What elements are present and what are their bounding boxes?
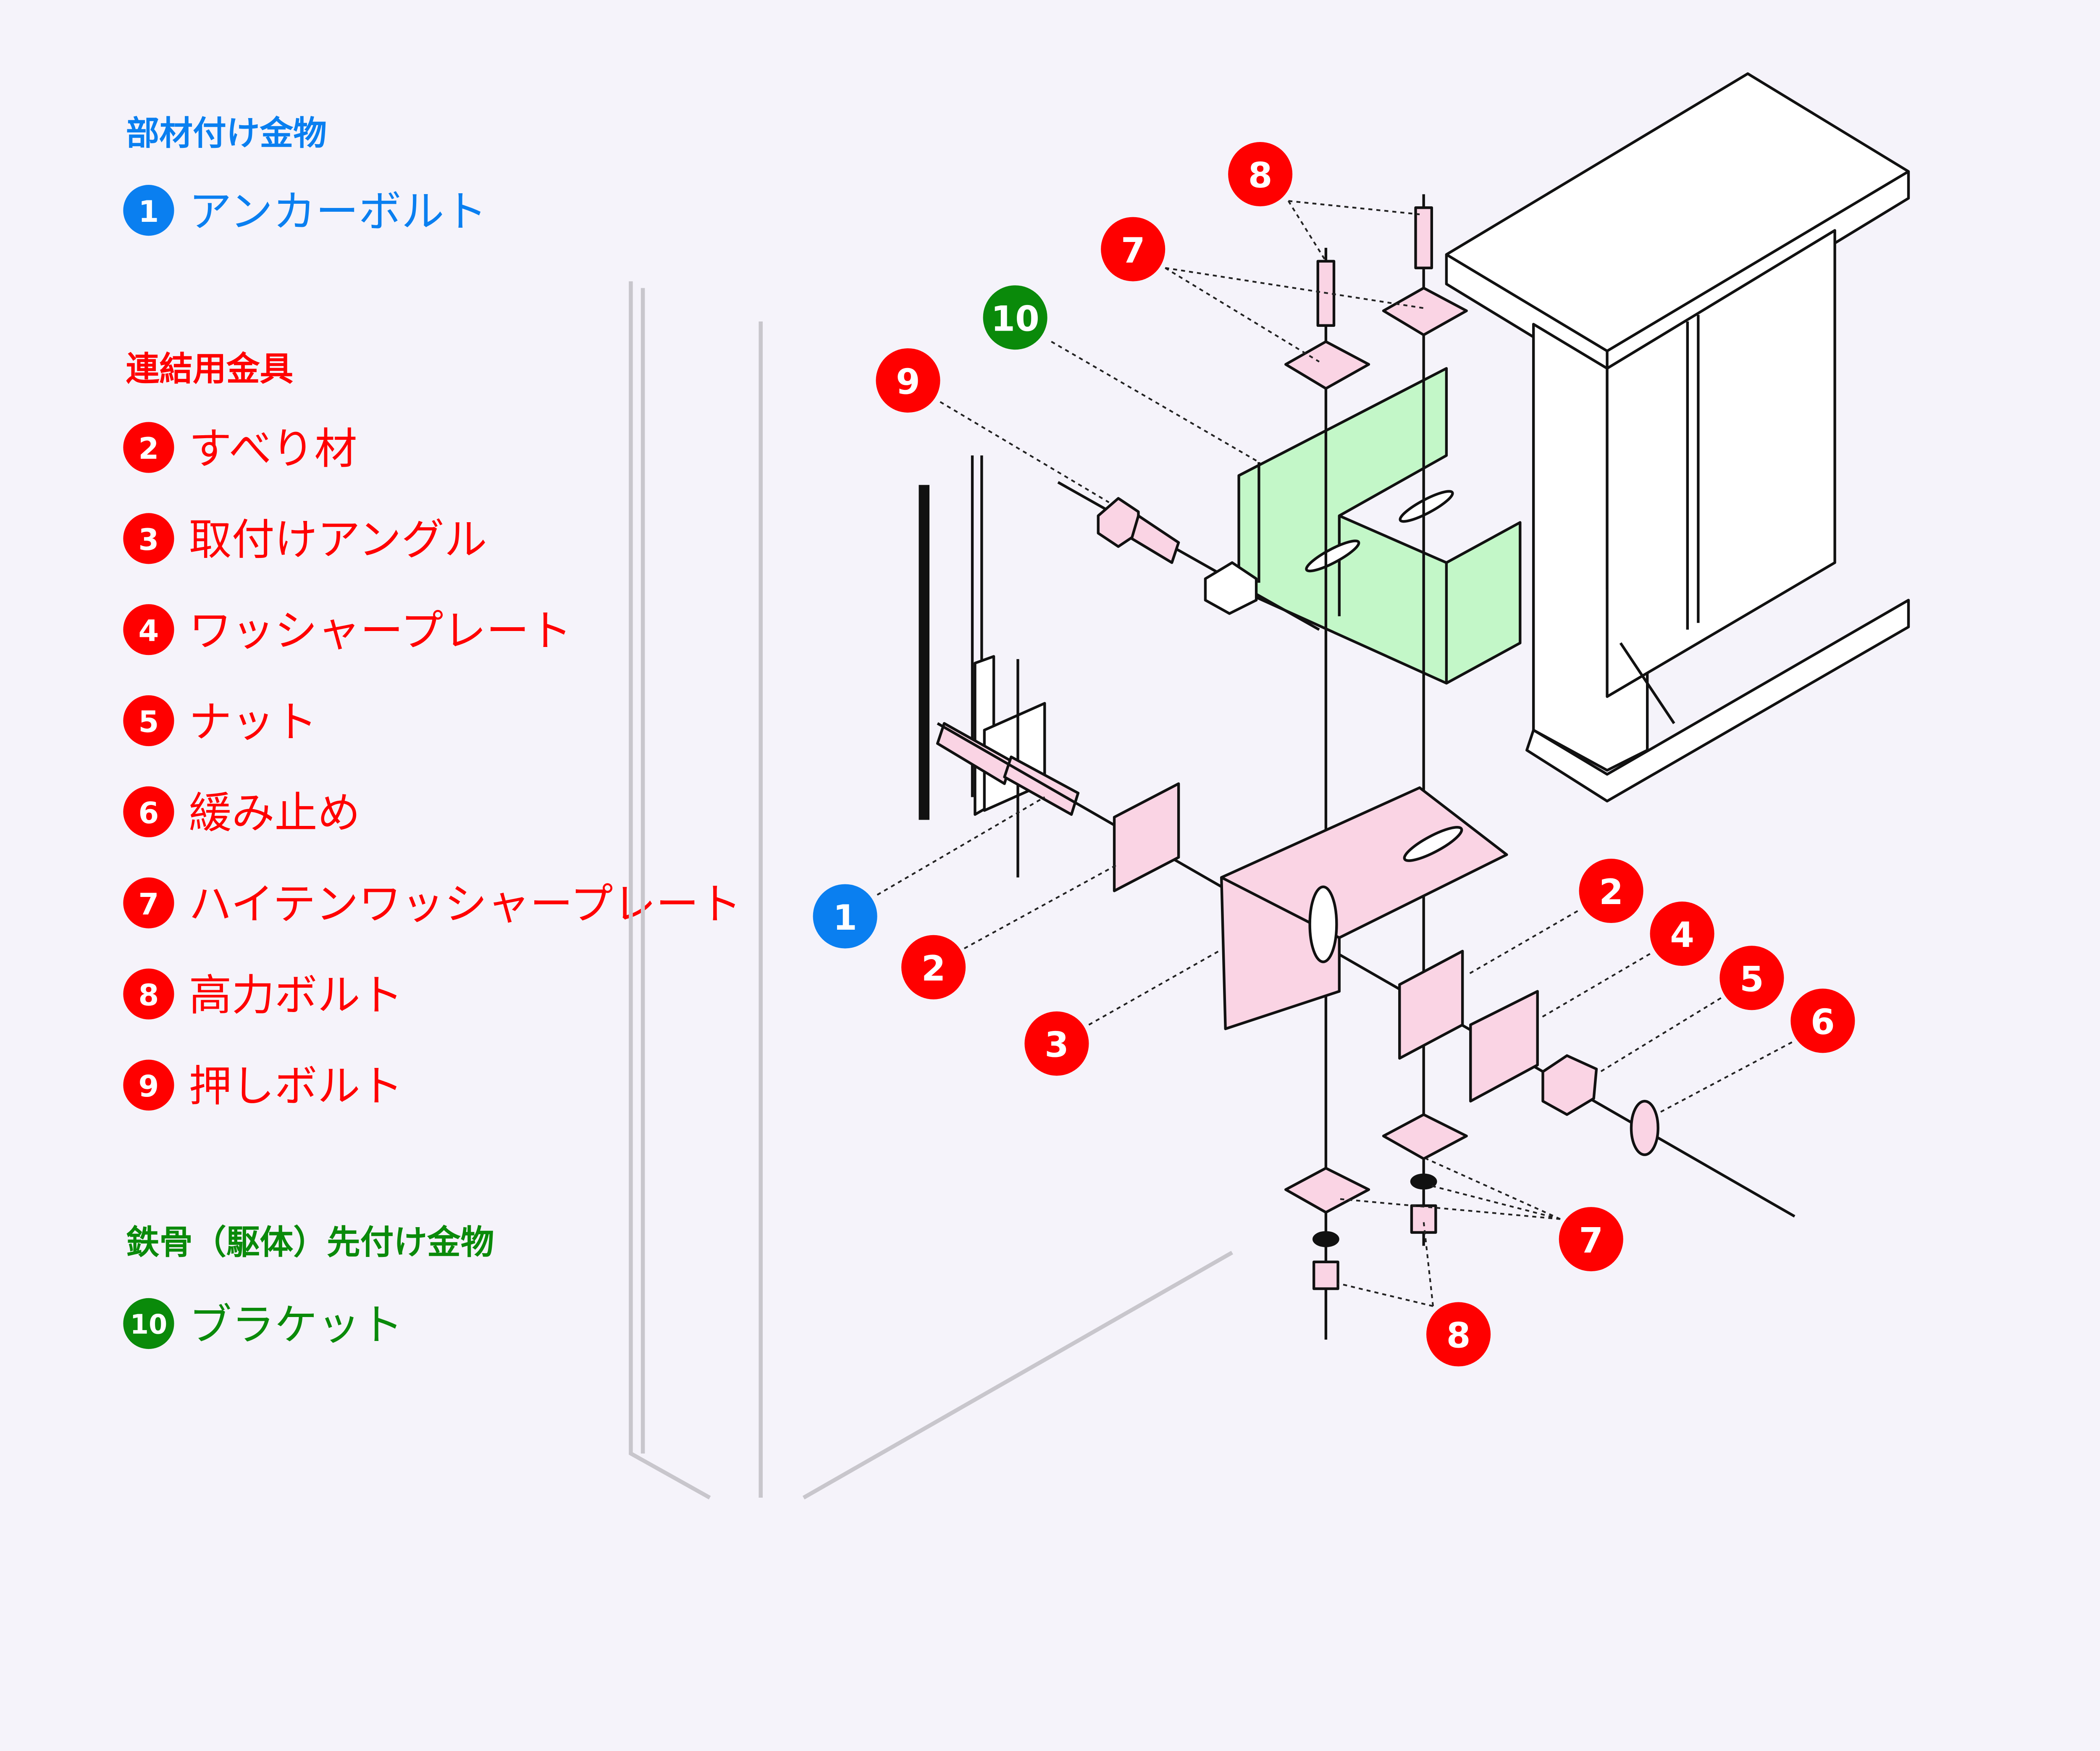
badge-number: 5 bbox=[139, 705, 159, 739]
number-badge bbox=[123, 695, 174, 747]
callout-number: 8 bbox=[1248, 155, 1273, 196]
legend-item-9: 9 押しボルト bbox=[123, 1060, 403, 1112]
callout-number: 4 bbox=[1670, 915, 1694, 955]
legend-item-3: 3 取付けアングル bbox=[123, 513, 487, 565]
badge-number: 8 bbox=[139, 978, 159, 1012]
legend-item-6: 6 緩み止め bbox=[123, 786, 360, 839]
callout-2-right: 2 bbox=[1579, 859, 1643, 923]
right-hardware bbox=[1398, 949, 1659, 1156]
number-badge bbox=[123, 1298, 174, 1349]
number-badge bbox=[123, 604, 174, 655]
legend-label: ワッシャープレート bbox=[189, 606, 572, 656]
legend-heading-steel: 鉄骨（駆体）先付け金物 bbox=[126, 1223, 494, 1262]
callout-number: 3 bbox=[1045, 1025, 1069, 1065]
legend-label: アンカーボルト bbox=[189, 187, 487, 237]
number-badge bbox=[123, 185, 174, 236]
high-strength-bolt-shafts bbox=[1324, 194, 1425, 1340]
number-badge bbox=[123, 877, 174, 928]
callout-3: 3 bbox=[1024, 1011, 1089, 1076]
callout-2-left: 2 bbox=[901, 935, 966, 999]
legend-label: すべり材 bbox=[189, 424, 357, 474]
callout-number: 1 bbox=[833, 897, 857, 938]
number-badge bbox=[123, 968, 174, 1020]
callout-number: 5 bbox=[1740, 959, 1764, 999]
legend-item-4: 4 ワッシャープレート bbox=[123, 604, 572, 656]
callout-7-bottom: 7 bbox=[1559, 1207, 1623, 1272]
legend-heading-members: 部材付け金物 bbox=[126, 113, 327, 152]
legend-item-7: 7 ハイテンワッシャープレート bbox=[123, 877, 742, 929]
bottom-hardware bbox=[1284, 1113, 1468, 1290]
callout-1: 1 bbox=[813, 884, 877, 949]
number-badge bbox=[123, 422, 174, 473]
slide-plate bbox=[1113, 782, 1180, 892]
number-badge bbox=[123, 786, 174, 837]
badge-number: 1 bbox=[139, 195, 159, 229]
legend-label: 取付けアングル bbox=[189, 515, 487, 565]
legend-heading-connectors: 連結用金具 bbox=[126, 350, 294, 389]
legend-label: 高力ボルト bbox=[189, 970, 403, 1020]
badge-number: 6 bbox=[139, 796, 159, 831]
number-badge bbox=[123, 1060, 174, 1111]
callout-number: 7 bbox=[1579, 1220, 1603, 1261]
wall-panel bbox=[629, 281, 1234, 1500]
leader-lines bbox=[877, 200, 1793, 1307]
top-washer-plates bbox=[1284, 206, 1468, 390]
badge-number: 2 bbox=[139, 431, 159, 466]
legend-item-10: 10 ブラケット bbox=[123, 1298, 403, 1350]
callout-7-top: 7 bbox=[1101, 217, 1166, 281]
callout-9: 9 bbox=[876, 348, 940, 413]
legend-label: ハイテンワッシャープレート bbox=[189, 879, 742, 929]
badge-number: 7 bbox=[139, 887, 159, 921]
legend-item-1: 1 アンカーボルト bbox=[123, 185, 487, 237]
badge-number: 3 bbox=[139, 523, 159, 557]
legend-label: 押しボルト bbox=[189, 1062, 403, 1112]
callout-number: 2 bbox=[1599, 872, 1623, 912]
callout-4: 4 bbox=[1650, 902, 1714, 966]
steel-i-beam bbox=[1445, 72, 1910, 803]
callout-number: 8 bbox=[1446, 1315, 1471, 1356]
push-bolt bbox=[1057, 481, 1320, 631]
callout-6: 6 bbox=[1790, 989, 1855, 1053]
callout-8-bottom: 8 bbox=[1426, 1302, 1491, 1367]
callout-number: 2 bbox=[921, 948, 946, 989]
mounting-angle bbox=[1220, 786, 1508, 1031]
callout-8-top: 8 bbox=[1228, 142, 1293, 207]
callout-number: 7 bbox=[1121, 230, 1145, 271]
legend-item-8: 8 高力ボルト bbox=[123, 968, 403, 1020]
number-badge bbox=[123, 513, 174, 564]
callout-number: 10 bbox=[991, 298, 1039, 339]
badge-number: 9 bbox=[139, 1069, 159, 1104]
legend-label: 緩み止め bbox=[189, 789, 360, 839]
callouts: 8 7 10 9 1 2 3 2 4 5 6 7 8 bbox=[813, 142, 1855, 1367]
legend-item-2: 2 すべり材 bbox=[123, 422, 357, 474]
bracket bbox=[1237, 367, 1522, 685]
callout-number: 6 bbox=[1811, 1002, 1835, 1043]
badge-number: 4 bbox=[139, 614, 159, 648]
callout-10: 10 bbox=[983, 285, 1047, 350]
legend-label: ナット bbox=[189, 697, 318, 747]
legend-item-5: 5 ナット bbox=[123, 695, 318, 747]
callout-number: 9 bbox=[896, 361, 920, 402]
legend-label: ブラケット bbox=[189, 1300, 403, 1350]
badge-number: 10 bbox=[130, 1309, 168, 1341]
callout-5: 5 bbox=[1719, 946, 1784, 1010]
